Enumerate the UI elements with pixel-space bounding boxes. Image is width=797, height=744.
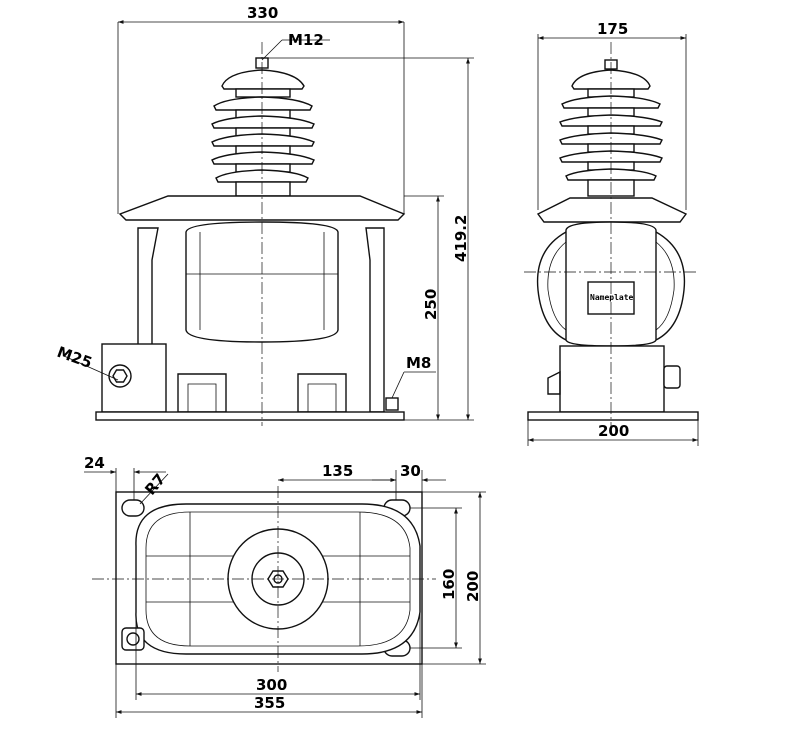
side-dimensions: 175 200 xyxy=(527,20,699,446)
dim-front-width: 330 xyxy=(247,4,278,22)
front-right-leg xyxy=(365,227,385,413)
callout-m25: M25 xyxy=(55,343,95,372)
front-base-plate xyxy=(95,411,405,421)
dim-top-offset-right: 30 xyxy=(400,462,421,480)
top-view xyxy=(92,486,436,672)
front-foot-left xyxy=(177,373,227,413)
dim-side-base: 200 xyxy=(598,422,629,440)
side-base-plate xyxy=(527,411,699,421)
side-terminal xyxy=(663,365,681,389)
nameplate-label: Nameplate xyxy=(590,293,634,302)
top-ground-bolt xyxy=(121,627,145,651)
dim-top-offset-left: 24 xyxy=(84,454,105,472)
dim-body-height: 250 xyxy=(422,289,440,320)
dim-top-inner-width: 300 xyxy=(256,676,287,694)
top-dimensions: 24 R7 135 30 160 200 300 355 xyxy=(84,454,486,718)
front-left-leg xyxy=(137,227,159,347)
side-view: Nameplate xyxy=(524,42,699,426)
front-view xyxy=(95,42,406,426)
callout-m12: M12 xyxy=(288,31,324,49)
dim-top-outer-height: 200 xyxy=(464,571,482,602)
dim-side-width: 175 xyxy=(597,20,628,38)
side-right-ring xyxy=(655,231,686,341)
front-terminal-box xyxy=(101,343,167,413)
dim-top-inner-height: 160 xyxy=(440,569,458,600)
side-lower-block xyxy=(559,345,665,413)
side-top-cap xyxy=(536,197,688,223)
front-insulator xyxy=(211,57,315,197)
front-ground-bolt xyxy=(385,397,399,411)
side-left-ring xyxy=(536,231,567,341)
callout-m8: M8 xyxy=(406,354,431,372)
dim-total-height: 419.2 xyxy=(452,215,470,262)
dim-top-outer-width: 355 xyxy=(254,694,285,712)
dim-top-center-offset: 135 xyxy=(322,462,353,480)
front-foot-right xyxy=(297,373,347,413)
